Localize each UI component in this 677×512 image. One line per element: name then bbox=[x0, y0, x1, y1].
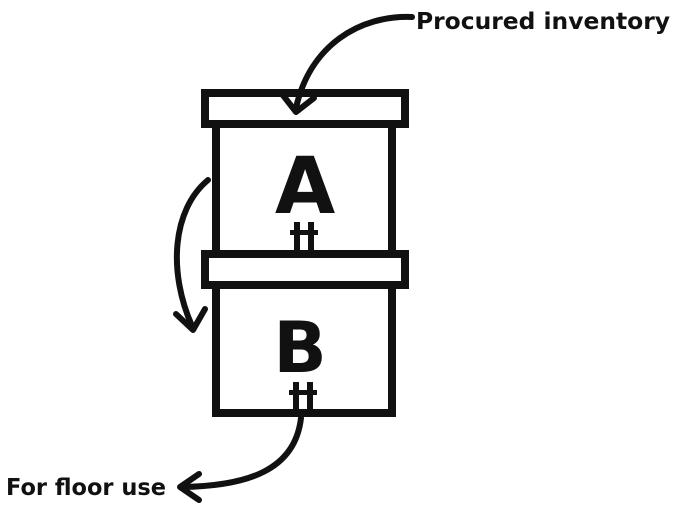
box-b-letter: B bbox=[273, 307, 326, 389]
box-b-lid bbox=[205, 254, 405, 285]
box-b: B bbox=[205, 254, 405, 413]
for-floor-use-label: For floor use bbox=[6, 475, 166, 501]
procured-inventory-label: Procured inventory bbox=[416, 9, 670, 35]
box-a-letter: A bbox=[275, 142, 335, 232]
curved-arrow-left-icon bbox=[180, 418, 301, 500]
box-a: A bbox=[205, 93, 405, 254]
